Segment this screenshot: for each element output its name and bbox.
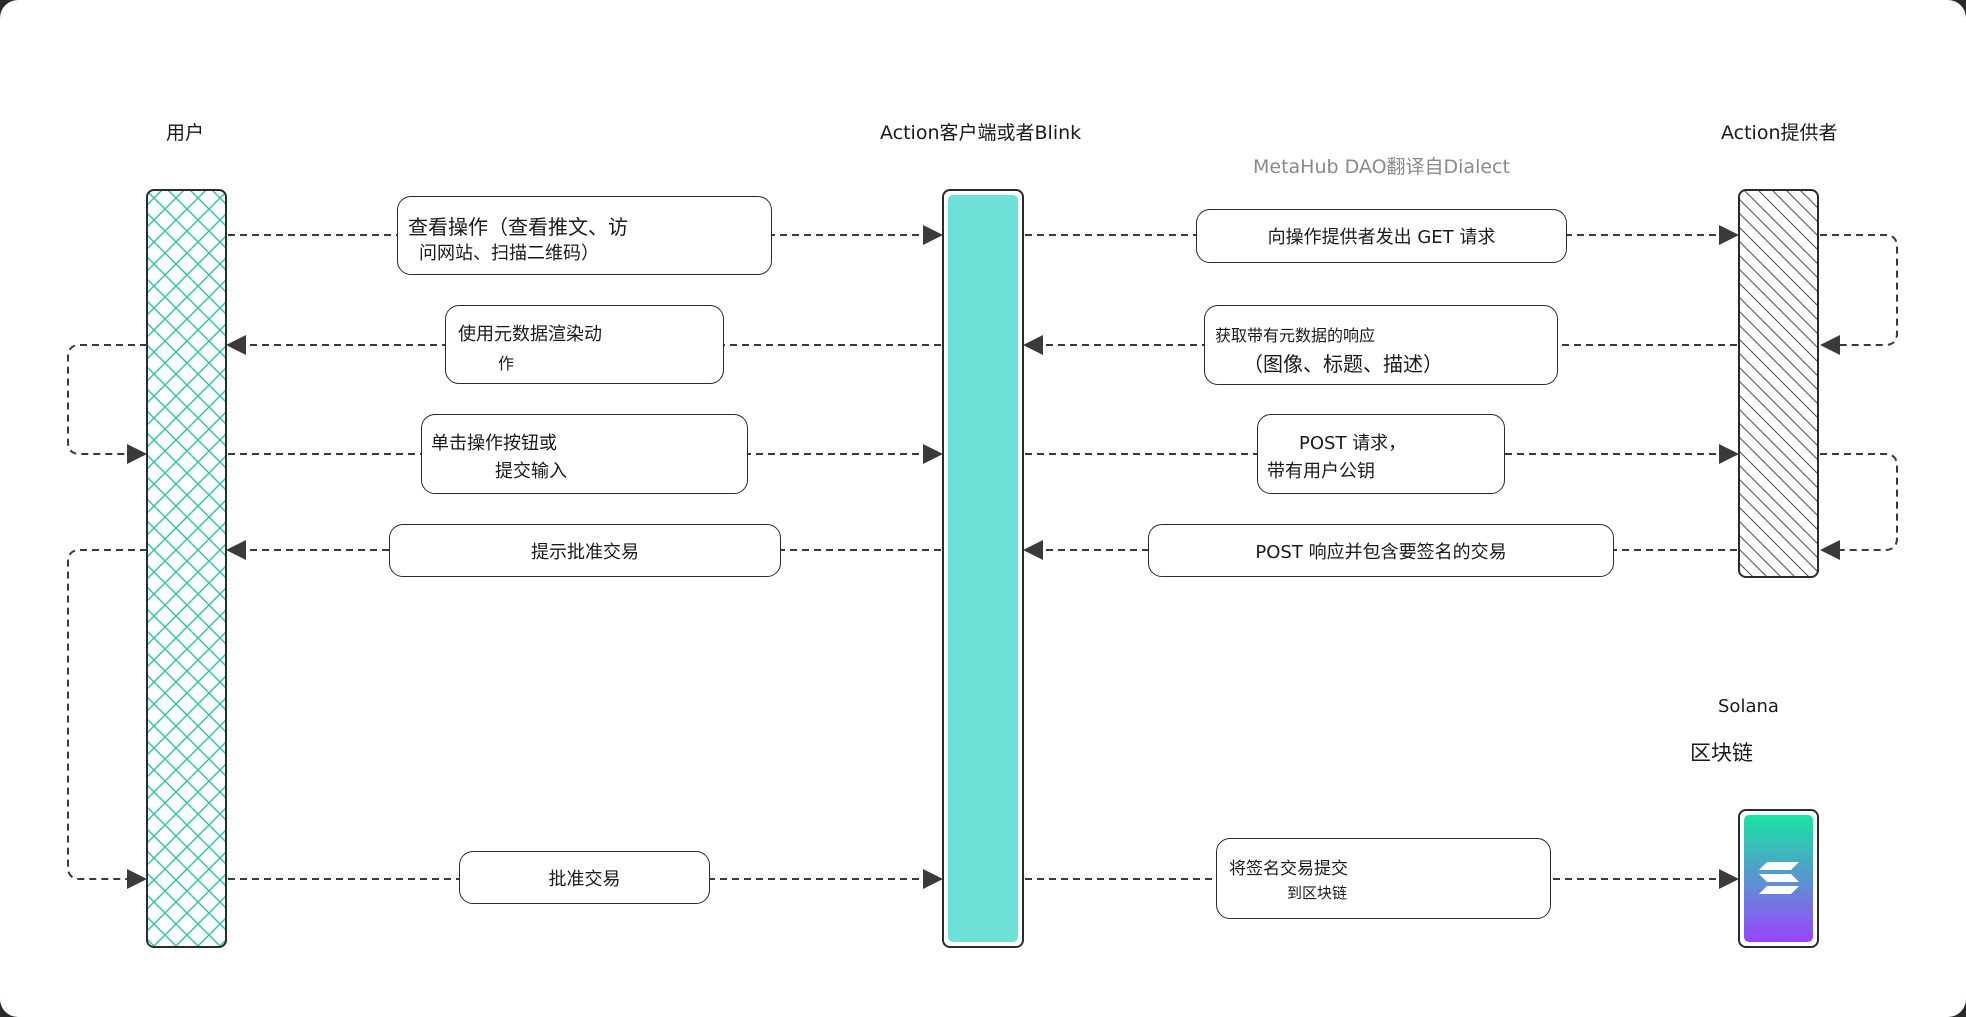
msg-submit-tx: 将签名交易提交 到区块链 [1216, 838, 1551, 919]
msg-click-submit-line1: 单击操作按钮或 [431, 433, 557, 454]
msg-metadata-response-line2: （图像、标题、描述） [1243, 352, 1443, 376]
blockchain-label-solana: Solana [1718, 696, 1779, 717]
msg-post-request: POST 请求， 带有用户公钥 [1257, 414, 1505, 494]
loop-user-1 [67, 344, 147, 464]
msg-submit-tx-line1: 将签名交易提交 [1229, 859, 1348, 879]
blockchain-label-chain: 区块链 [1690, 741, 1753, 765]
msg-post-request-line2: 带有用户公钥 [1267, 461, 1375, 482]
lane-label-client: Action客户端或者Blink [880, 122, 1082, 144]
msg-approve-tx: 批准交易 [459, 851, 710, 904]
msg-view-action-line1: 查看操作（查看推文、访 [408, 215, 628, 239]
msg-metadata-response-line1: 获取带有元数据的响应 [1215, 326, 1376, 345]
msg-post-response: POST 响应并包含要签名的交易 [1148, 524, 1614, 577]
msg-view-action: 查看操作（查看推文、访 问网站、扫描二维码） [397, 196, 772, 275]
msg-metadata-response: 获取带有元数据的响应 （图像、标题、描述） [1204, 305, 1558, 385]
loop-provider-2 [1820, 453, 1898, 560]
loop-provider-1 [1820, 234, 1898, 355]
lane-label-user: 用户 [166, 122, 205, 144]
lane-label-provider: Action提供者 [1721, 122, 1838, 144]
msg-prompt-approve: 提示批准交易 [389, 524, 781, 577]
msg-view-action-line2: 问网站、扫描二维码） [419, 243, 599, 264]
msg-submit-tx-line2: 到区块链 [1287, 884, 1348, 902]
msg-render-action-line1: 使用元数据渲染动 [458, 324, 602, 345]
msg-get-request: 向操作提供者发出 GET 请求 [1196, 209, 1567, 263]
msg-click-submit: 单击操作按钮或 提交输入 [421, 414, 748, 494]
loop-user-2 [67, 549, 147, 889]
user-lifeline [146, 189, 227, 948]
msg-render-action-line2: 作 [498, 354, 515, 373]
solana-logo-icon [1759, 862, 1799, 894]
msg-click-submit-line2: 提交输入 [495, 461, 567, 482]
msg-render-action: 使用元数据渲染动 作 [445, 305, 724, 384]
msg-post-request-line1: POST 请求， [1299, 433, 1407, 454]
translation-credit: MetaHub DAO翻译自Dialect [1253, 156, 1510, 178]
client-lifeline-fill [948, 195, 1018, 942]
provider-lifeline [1738, 189, 1819, 578]
